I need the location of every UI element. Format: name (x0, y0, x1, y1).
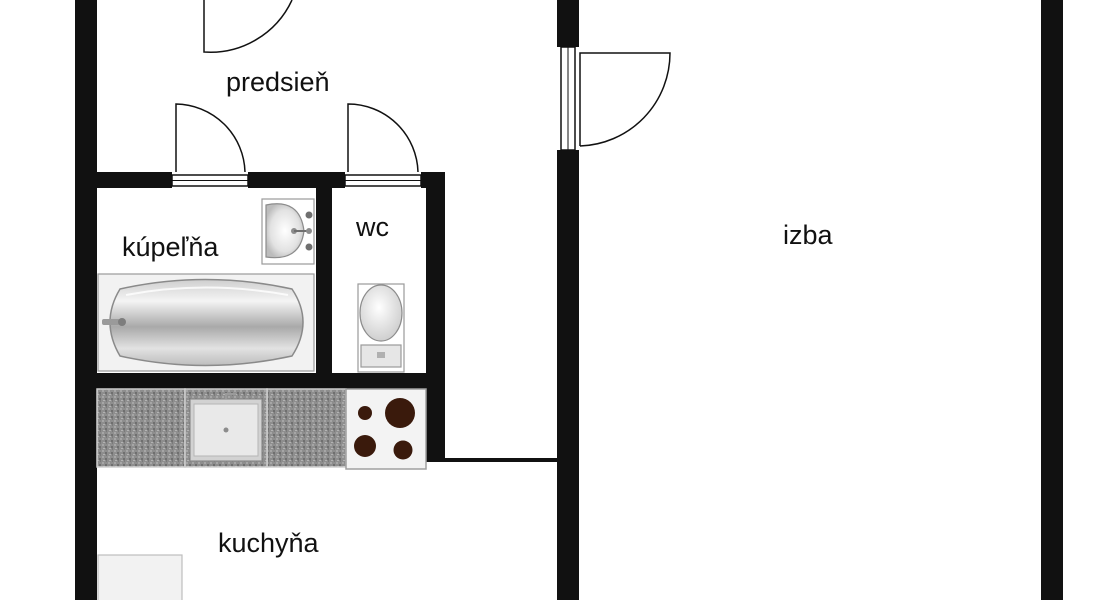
room-label-bathroom: kúpeľňa (122, 232, 219, 262)
kitchen-sink-icon (184, 388, 268, 468)
wall-wc-right (426, 172, 445, 462)
wall-kitchen-thin (445, 458, 557, 462)
door-swing-icon (203, 0, 293, 53)
door-frame-bathroom (171, 174, 249, 187)
bathtub-icon (97, 273, 315, 372)
stove-icon (345, 388, 427, 470)
wall-outer-right (1041, 0, 1063, 600)
door-swing-icon (347, 103, 419, 173)
door-swing-icon (579, 52, 671, 147)
sink-icon (261, 198, 315, 265)
door-swing-icon (175, 103, 246, 173)
wall-hall-bottom-1 (97, 172, 172, 188)
toilet-icon (357, 283, 405, 373)
wall-outer-left (75, 0, 97, 600)
wall-bath-bottom (97, 373, 445, 389)
kitchen-counter (96, 388, 347, 468)
door-frame-izba (560, 46, 576, 151)
kitchen-cabinet (97, 554, 183, 600)
wall-bath-wc (316, 188, 332, 373)
room-label-wc: wc (356, 212, 389, 242)
wall-hall-bottom-2 (248, 172, 345, 188)
walls (75, 0, 1063, 600)
room-label-kitchen: kuchyňa (218, 528, 319, 558)
room-label-hall: predsieň (226, 67, 330, 97)
door-frame-wc (344, 174, 422, 187)
wall-hall-right (557, 0, 579, 47)
room-label-izba: izba (783, 220, 833, 250)
wall-hall-right-lower (557, 150, 579, 600)
